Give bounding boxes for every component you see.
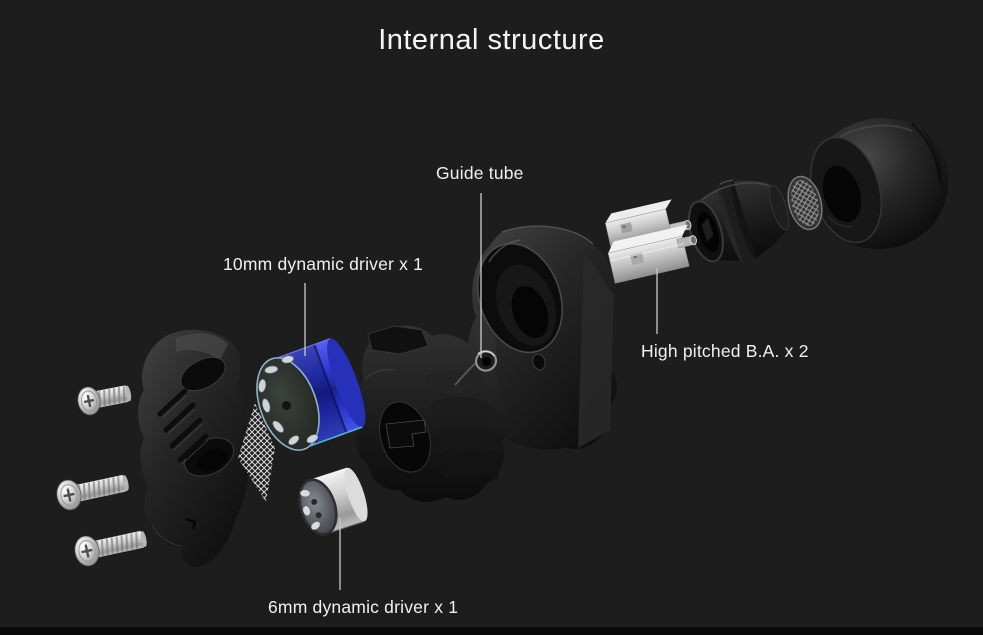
6mm-dynamic-driver bbox=[298, 467, 368, 536]
page-title: Internal structure bbox=[378, 24, 605, 56]
label-6mm-dynamic-driver: 6mm dynamic driver x 1 bbox=[268, 597, 459, 617]
label-guide-tube: Guide tube bbox=[436, 163, 524, 183]
pan-head-screws bbox=[56, 385, 147, 567]
screw-1 bbox=[77, 385, 132, 416]
faceplate bbox=[138, 329, 248, 568]
nozzle-mesh-filter bbox=[787, 175, 823, 231]
label-10mm-dynamic-driver: 10mm dynamic driver x 1 bbox=[223, 254, 424, 274]
screw-2 bbox=[56, 475, 129, 511]
10mm-dynamic-driver bbox=[256, 338, 366, 451]
bottom-bar bbox=[0, 627, 983, 635]
phillips-cross bbox=[81, 544, 93, 558]
balanced-armature-drivers bbox=[604, 199, 697, 284]
screw-3 bbox=[74, 531, 147, 567]
nozzle bbox=[687, 179, 790, 264]
tuning-mesh bbox=[238, 403, 275, 502]
silicone-ear-tip bbox=[809, 118, 948, 250]
phillips-cross bbox=[83, 394, 95, 408]
phillips-cross bbox=[63, 488, 75, 502]
label-high-pitched-ba: High pitched B.A. x 2 bbox=[641, 341, 809, 361]
